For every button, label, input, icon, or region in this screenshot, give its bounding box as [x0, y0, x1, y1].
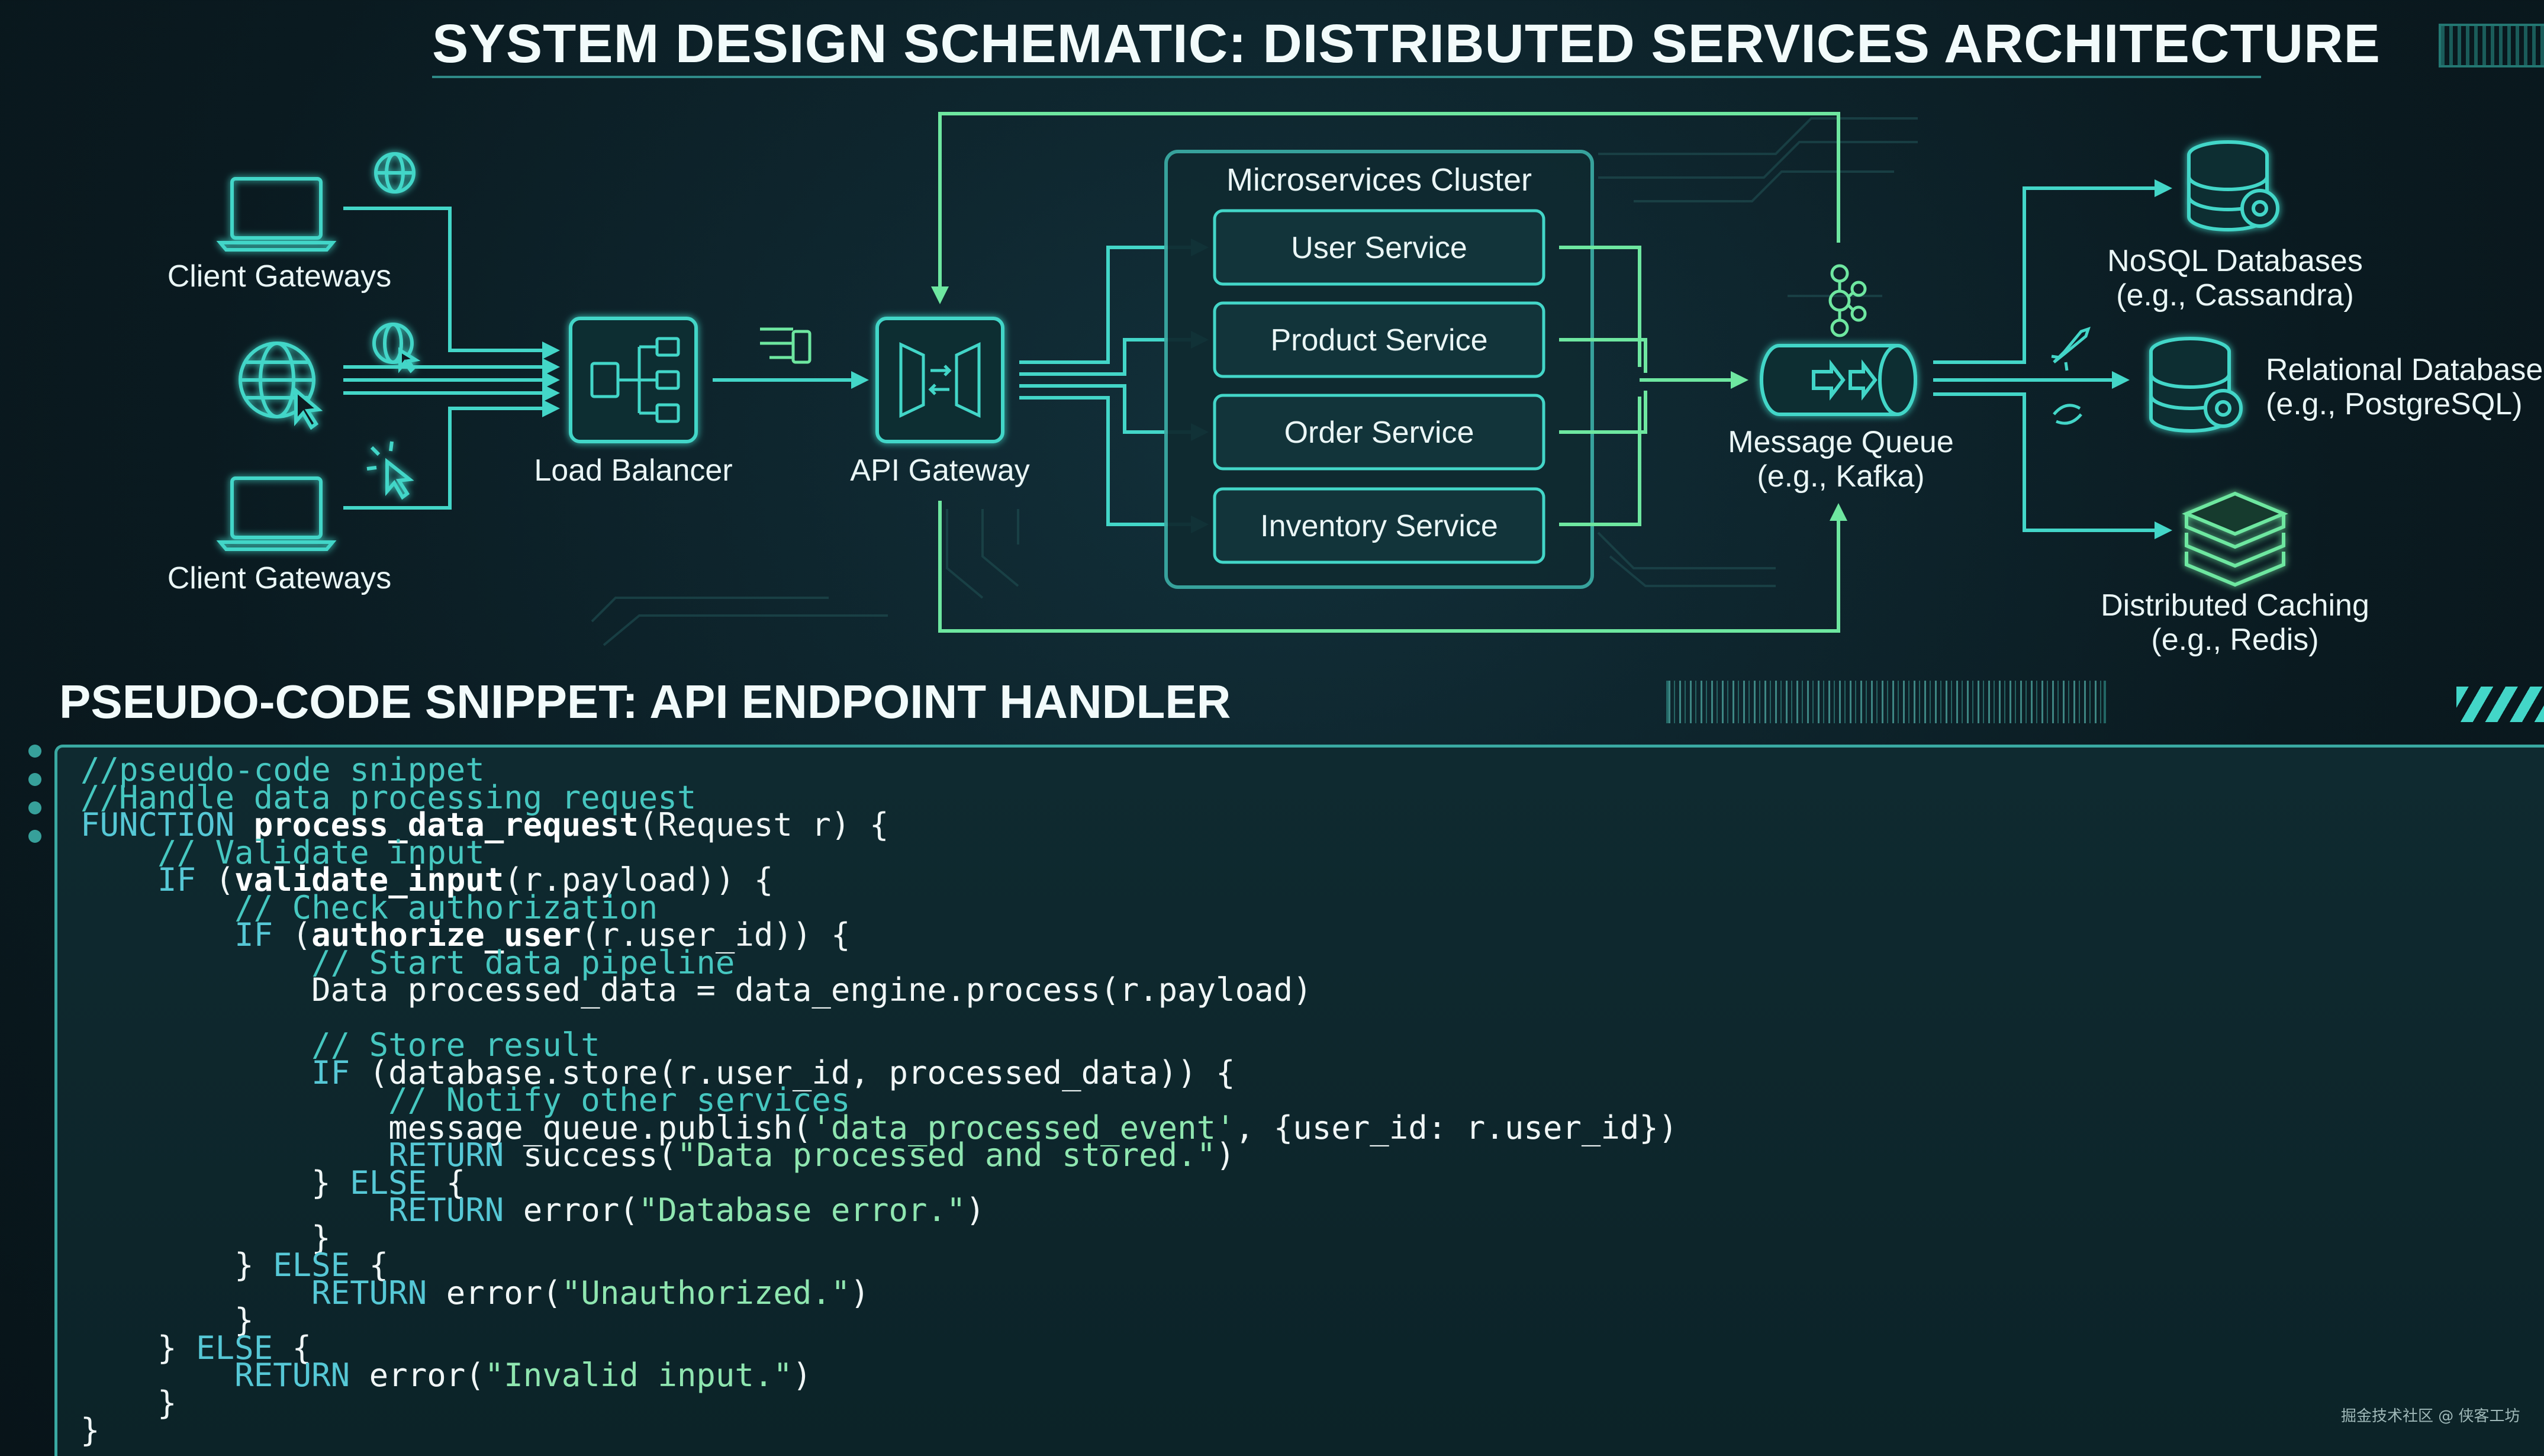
- api-gateway-node: [875, 317, 1004, 443]
- svg-text:User Service: User Service: [1291, 231, 1467, 265]
- arrow-client-bottom: [343, 400, 560, 510]
- database-gear-icon: [2149, 337, 2243, 433]
- watermark: 掘金技术社区 @ 侠客工坊: [2341, 1407, 2520, 1425]
- cache-title: Distributed Caching: [2101, 588, 2369, 623]
- dot: [28, 830, 41, 843]
- stripe-decoration: [2456, 687, 2544, 722]
- client-gateways-label-bottom: Client Gateways: [167, 561, 392, 595]
- code-line: }: [80, 1412, 100, 1449]
- network-tree-icon: [590, 337, 680, 423]
- code-line: //Handle data processing request: [80, 778, 697, 816]
- code-line: //pseudo-code snippet: [80, 751, 485, 788]
- kafka-icon: [1828, 264, 1867, 337]
- code-line: RETURN error("Invalid input."): [234, 1357, 812, 1394]
- nosql-label: NoSQL Databases (e.g., Cassandra): [2083, 244, 2387, 313]
- nosql-title: NoSQL Databases: [2107, 244, 2363, 278]
- code-line: // Start data pipeline: [80, 943, 735, 981]
- code-line: } ELSE {: [80, 1164, 466, 1201]
- barcode-decoration: [1666, 681, 2106, 723]
- message-queue-label: Message Queue (e.g., Kafka): [1717, 425, 1965, 494]
- click-cursor-icon: [366, 441, 414, 500]
- code-line: FUNCTION process_data_request(Request r)…: [80, 806, 889, 843]
- dot: [28, 801, 41, 814]
- svg-text:Inventory Service: Inventory Service: [1260, 509, 1498, 543]
- code-line: // Check authorization: [80, 888, 658, 926]
- code-line: RETURN error("Unauthorized."): [311, 1274, 870, 1312]
- corner-decoration: [2439, 24, 2544, 67]
- globe-icon: [374, 152, 416, 194]
- code-section-title: PSEUDO-CODE SNIPPET: API ENDPOINT HANDLE…: [59, 675, 1231, 728]
- service-order: Order Service: [1213, 394, 1545, 471]
- message-queue-example: (e.g., Kafka): [1757, 459, 1925, 494]
- code-line: } ELSE {: [80, 1246, 389, 1284]
- globe-click-icon: [372, 323, 421, 373]
- title-underline: [432, 76, 2261, 78]
- code-line: RETURN success("Data processed and store…: [388, 1136, 1235, 1174]
- gateway-icon: [899, 342, 981, 418]
- code-block: //pseudo-code snippet//Handle data proce…: [80, 751, 1678, 1449]
- panel-dots: [28, 745, 41, 858]
- svg-text:Product Service: Product Service: [1270, 323, 1487, 357]
- code-panel: [54, 745, 2544, 1456]
- code-line: IF (database.store(r.user_id, processed_…: [311, 1054, 1235, 1091]
- database-gear-icon: [2187, 140, 2279, 231]
- rocket-icon: [2051, 327, 2091, 371]
- code-line: message_queue.publish('data_processed_ev…: [80, 1109, 1678, 1146]
- relational-example: (e.g., PostgreSQL): [2266, 387, 2523, 421]
- architecture-diagram: Microservices Cluster User Service Produ…: [216, 112, 2288, 646]
- load-balancer-label: Load Balancer: [534, 453, 733, 488]
- code-line: }: [80, 1219, 331, 1257]
- laptop-icon: [216, 476, 337, 551]
- laptop-icon: [216, 177, 337, 252]
- dot: [28, 773, 41, 786]
- cylinder-queue-icon: [1760, 344, 1917, 416]
- code-line: // Notify other services: [80, 1081, 851, 1119]
- dot: [28, 745, 41, 758]
- microservices-cluster: Microservices Cluster User Service Produ…: [1164, 150, 1594, 589]
- svg-text:Order Service: Order Service: [1284, 415, 1474, 450]
- code-line: // Store result: [80, 1026, 600, 1064]
- code-line: Data processed_data = data_engine.proces…: [80, 971, 1312, 1009]
- globe-cursor-icon: [239, 342, 323, 430]
- client-gateways-label-top: Client Gateways: [167, 259, 392, 294]
- link-icon: [2053, 404, 2082, 425]
- service-user: User Service: [1213, 209, 1545, 286]
- load-balancer-node: [569, 317, 698, 443]
- code-line: // Validate input: [80, 833, 485, 871]
- message-queue-title: Message Queue: [1728, 425, 1954, 459]
- service-product: Product Service: [1213, 301, 1545, 378]
- stack-layers-icon: [2182, 491, 2288, 587]
- relational-title: Relational Database: [2266, 353, 2543, 387]
- api-gateway-label: API Gateway: [850, 453, 1030, 488]
- loop-bottom: [938, 501, 1847, 633]
- code-line: }: [80, 1302, 254, 1339]
- cluster-title: Microservices Cluster: [1226, 162, 1532, 198]
- code-line: IF (validate_input(r.payload)) {: [157, 861, 774, 898]
- data-flow-icon: [760, 327, 811, 364]
- cache-label: Distributed Caching (e.g., Redis): [2078, 588, 2392, 657]
- nosql-example: (e.g., Cassandra): [2116, 278, 2354, 313]
- service-inventory: Inventory Service: [1213, 487, 1545, 564]
- relational-label: Relational Database (e.g., PostgreSQL): [2266, 353, 2544, 421]
- code-line: }: [80, 1384, 177, 1422]
- page-title: SYSTEM DESIGN SCHEMATIC: DISTRIBUTED SER…: [432, 14, 2381, 74]
- code-line: RETURN error("Database error."): [388, 1191, 986, 1229]
- code-line: IF (authorize_user(r.user_id)) {: [234, 916, 851, 954]
- loop-top: [931, 112, 1840, 304]
- code-line: } ELSE {: [80, 1329, 312, 1367]
- arrow-client-top: [343, 207, 560, 359]
- cache-example: (e.g., Redis): [2151, 623, 2319, 657]
